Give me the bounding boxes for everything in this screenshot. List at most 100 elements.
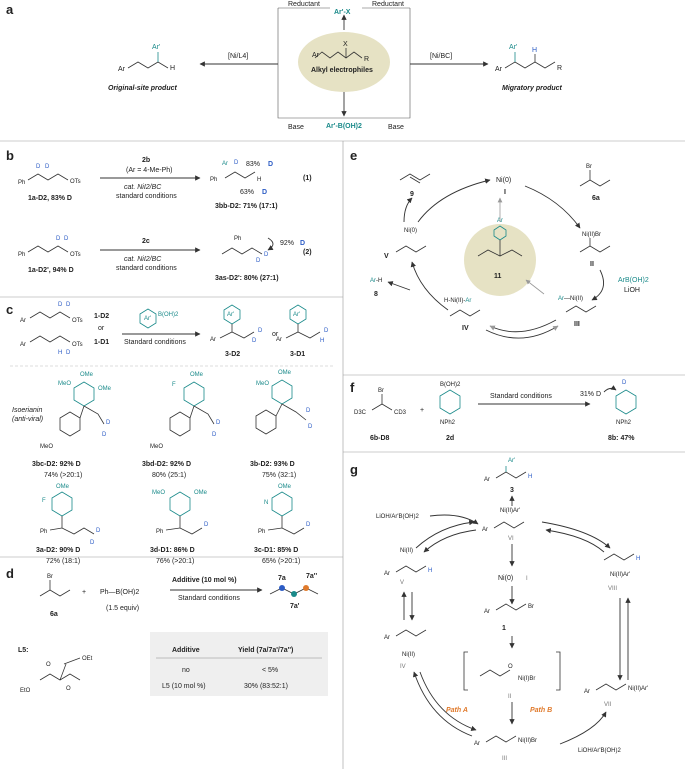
svg-text:II: II [508,694,512,700]
svg-text:2c: 2c [142,238,150,245]
svg-text:8b: 47%: 8b: 47% [608,435,635,442]
svg-text:3: 3 [510,487,514,494]
svg-text:3-D2: 3-D2 [225,351,240,358]
svg-text:Ar: Ar [222,161,228,167]
svg-text:D: D [256,258,261,264]
svg-text:Standard conditions: Standard conditions [490,393,552,400]
svg-text:R: R [557,65,562,72]
svg-text:D: D [306,408,311,414]
left-product-label: Original-site product [108,85,178,92]
svg-text:80% (25:1): 80% (25:1) [152,472,186,479]
svg-text:Ar: Ar [474,741,480,747]
svg-text:7a: 7a [278,575,286,582]
panel-f: f Br D3C CD3 6b-D8 + B(OH)2 NPh2 2d Stan… [350,380,637,442]
center-chain [314,51,363,59]
svg-text:OTs: OTs [72,342,83,348]
svg-text:D: D [234,160,239,166]
svg-text:OMe: OMe [98,386,112,392]
svg-text:Standard conditions: Standard conditions [124,339,186,346]
svg-text:Br: Br [528,604,534,610]
svg-text:H: H [58,350,62,356]
svg-text:8: 8 [374,291,378,298]
svg-text:9: 9 [410,191,414,198]
svg-text:D: D [58,302,63,308]
svg-text:OTs: OTs [72,318,83,324]
svg-text:1a-D2, 83% D: 1a-D2, 83% D [28,195,72,202]
svg-text:X: X [343,41,348,48]
cat-left: [Ni/L4] [228,53,248,60]
svg-text:standard conditions: standard conditions [116,193,177,200]
svg-text:11: 11 [494,273,502,280]
svg-text:Ar: Ar [484,477,490,483]
svg-text:I: I [526,576,528,582]
svg-text:Path B: Path B [530,707,552,714]
svg-text:Ar: Ar [495,66,503,73]
svg-text:IV: IV [462,325,469,332]
svg-text:3d-D1: 86% D: 3d-D1: 86% D [150,547,195,554]
svg-text:1-D2: 1-D2 [94,313,109,320]
svg-text:76% (>20:1): 76% (>20:1) [156,558,194,565]
svg-text:H: H [528,474,532,480]
svg-text:OTs: OTs [70,252,81,258]
svg-text:MeO: MeO [152,490,165,496]
svg-text:Ph: Ph [40,529,47,535]
svg-text:NPh2: NPh2 [440,420,456,426]
svg-text:O: O [508,664,513,670]
svg-text:Path A: Path A [446,707,468,714]
svg-text:H: H [636,556,640,562]
svg-text:Ph: Ph [258,529,265,535]
svg-text:Ni(0): Ni(0) [496,177,511,184]
svg-text:MeO: MeO [40,444,53,450]
svg-text:Ar: Ar [118,66,126,73]
svg-text:(Ar = 4-Me-Ph): (Ar = 4-Me-Ph) [126,167,172,174]
svg-text:+: + [420,407,424,414]
svg-text:III: III [574,321,580,328]
panel-e-label: e [350,148,357,163]
svg-text:Yield (7a/7a'/7a''): Yield (7a/7a'/7a'') [238,647,293,654]
svg-text:Ph: Ph [210,177,217,183]
svg-text:D: D [90,540,95,546]
svg-text:Ar': Ar' [509,44,517,51]
center-circle-11 [464,224,536,296]
svg-text:1-D1: 1-D1 [94,339,109,346]
svg-text:F: F [42,498,46,504]
svg-text:Ar: Ar [482,527,488,533]
structure-3bc: MeO OMe OMe D D MeO [40,372,112,450]
svg-text:Ar': Ar' [152,44,160,51]
svg-text:VIII: VIII [608,586,617,592]
cat-right: [Ni/BC] [430,53,452,60]
svg-text:standard conditions: standard conditions [116,265,177,272]
reductant-right: Reductant [372,1,404,8]
svg-text:6b-D8: 6b-D8 [370,435,390,442]
svg-text:+: + [82,589,86,596]
svg-text:H: H [257,177,261,183]
svg-text:D: D [66,302,71,308]
panel-g-label: g [350,462,358,477]
svg-text:Ni(I)Br: Ni(I)Br [518,676,535,682]
svg-text:Ar—Ni(II): Ar—Ni(II) [558,296,583,302]
svg-text:75% (32:1): 75% (32:1) [262,472,296,479]
svg-text:OTs: OTs [70,179,81,185]
svg-text:Ar-H: Ar-H [370,278,382,284]
svg-text:3-D1: 3-D1 [290,351,305,358]
svg-text:N: N [264,500,268,506]
svg-text:< 5%: < 5% [262,667,278,674]
svg-text:D: D [106,420,111,426]
svg-text:LiOH: LiOH [624,287,640,294]
svg-text:D: D [622,380,627,386]
panel-c-label: c [6,302,13,317]
svg-text:D: D [96,528,101,534]
svg-text:D: D [308,424,313,430]
svg-text:D: D [216,420,221,426]
svg-text:H: H [428,568,432,574]
r1-substrate [27,173,69,181]
svg-text:2b: 2b [142,157,150,164]
svg-text:H: H [320,338,324,344]
top-reagent: Ar'-X [334,9,351,16]
svg-text:Br: Br [378,388,384,394]
svg-text:3b-D2: 93% D: 3b-D2: 93% D [250,461,295,468]
base-right: Base [388,124,404,131]
svg-text:MeO: MeO [150,444,163,450]
svg-text:Additive: Additive [172,647,200,654]
svg-text:65% (>20:1): 65% (>20:1) [262,558,300,565]
